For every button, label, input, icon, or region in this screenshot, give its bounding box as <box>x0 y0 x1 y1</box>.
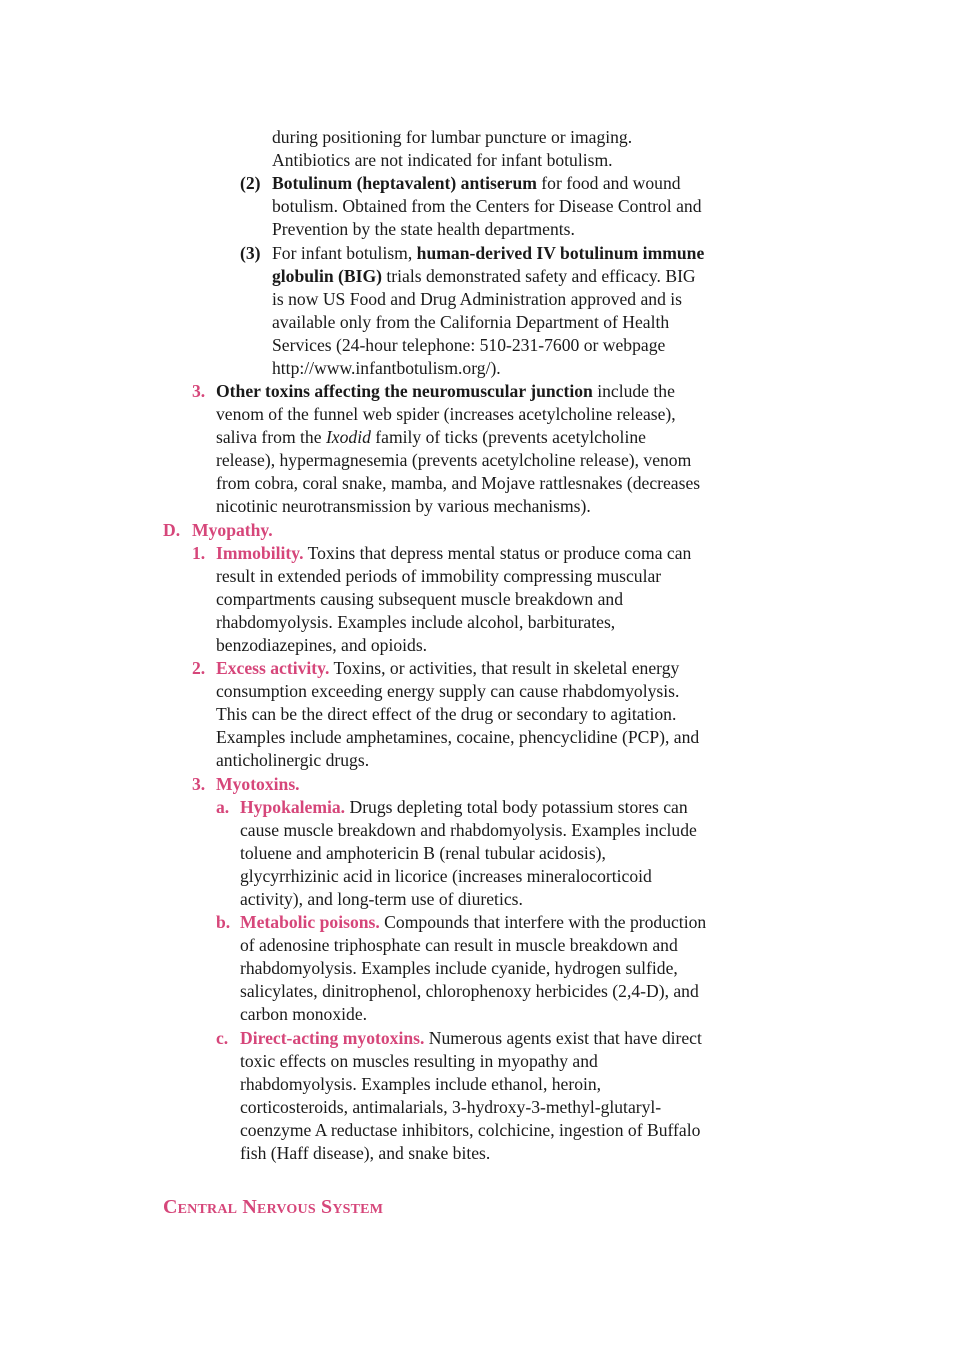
text-line: globulin (BIG) trials demonstrated safet… <box>272 265 696 288</box>
text-line: Botulinum (heptavalent) antiserum for fo… <box>272 172 681 195</box>
text-line: Other toxins affecting the neuromuscular… <box>216 380 675 403</box>
text-span: Compounds that interfere with the produc… <box>379 912 707 932</box>
text-line: anticholinergic drugs. <box>216 750 370 770</box>
text-line: rhabdomyolysis. Examples include cyanide… <box>240 958 678 978</box>
text-line: rhabdomyolysis. Examples include ethanol… <box>240 1074 602 1094</box>
text-span: family of ticks (prevents acetylcholine <box>370 427 646 447</box>
text-line: Examples include amphetamines, cocaine, … <box>216 727 700 747</box>
text-line: during positioning for lumbar puncture o… <box>272 127 633 147</box>
text-line: fish (Haff disease), and snake bites. <box>240 1143 491 1163</box>
text-line: compartments causing subsequent muscle b… <box>216 589 623 609</box>
text-line: Hypokalemia. Drugs depleting total body … <box>240 796 688 819</box>
text-line: is now US Food and Drug Administration a… <box>272 289 683 309</box>
text-line: of adenosine triphosphate can result in … <box>240 935 678 955</box>
text-line: venom of the funnel web spider (increase… <box>216 404 676 424</box>
text-line: Direct-acting myotoxins. Numerous agents… <box>240 1027 702 1050</box>
text-span: Drugs depleting total body potassium sto… <box>345 797 688 817</box>
item-title: Metabolic poisons. <box>240 912 380 932</box>
text-span: trials demonstrated safety and efficacy.… <box>382 266 696 286</box>
text-line: Services (24-hour telephone: 510-231-760… <box>272 335 666 355</box>
text-line: toluene and amphotericin B (renal tubula… <box>240 843 606 863</box>
text-line: Antibiotics are not indicated for infant… <box>272 150 613 170</box>
subitem-letter: b. <box>216 912 231 932</box>
text-line: saliva from the Ixodid family of ticks (… <box>216 426 646 449</box>
text-span: Toxins that depress mental status or pro… <box>303 543 692 563</box>
text-line: consumption exceeding energy supply can … <box>216 681 680 701</box>
item-title: Direct-acting myotoxins. <box>240 1028 425 1048</box>
item-number: 3. <box>192 381 206 401</box>
item-number: (2) <box>240 173 261 193</box>
text-line: nicotinic neurotransmission by various m… <box>216 496 591 516</box>
item-number: (3) <box>240 243 261 263</box>
section-title: Myopathy. <box>192 520 273 540</box>
bold-term: Other toxins affecting the neuromuscular… <box>216 381 593 401</box>
text-line: This can be the direct effect of the dru… <box>216 704 677 724</box>
italic-term: Ixodid <box>325 427 371 447</box>
text-span: include the <box>592 381 675 401</box>
text-line: from cobra, coral snake, mamba, and Moja… <box>216 473 701 493</box>
text-line: Immobility. Toxins that depress mental s… <box>216 542 691 565</box>
text-line: Excess activity. Toxins, or activities, … <box>216 657 679 680</box>
item-title: Myotoxins. <box>216 774 300 794</box>
item-number: 3. <box>192 774 206 794</box>
text-line: benzodiazepines, and opioids. <box>216 635 428 655</box>
text-line: result in extended periods of immobility… <box>216 566 662 586</box>
text-line: botulism. Obtained from the Centers for … <box>272 196 702 216</box>
text-span: Toxins, or activities, that result in sk… <box>329 658 680 678</box>
item-title: Excess activity. <box>216 658 330 678</box>
text-line: http://www.infantbotulism.org/). <box>272 358 501 378</box>
text-span: for food and wound <box>536 173 681 193</box>
item-title: Immobility. <box>216 543 304 563</box>
text-line: glycyrrhizinic acid in licorice (increas… <box>240 866 652 886</box>
text-line: coenzyme A reductase inhibitors, colchic… <box>240 1120 701 1140</box>
text-span: saliva from the <box>216 427 326 447</box>
subitem-letter: a. <box>216 797 230 817</box>
text-line: salicylates, dinitrophenol, chlorophenox… <box>240 981 699 1001</box>
text-line: Prevention by the state health departmen… <box>272 219 575 239</box>
text-line: activity), and long-term use of diuretic… <box>240 889 523 909</box>
text-line: available only from the California Depar… <box>272 312 670 332</box>
bold-term: globulin (BIG) <box>272 266 382 286</box>
bold-term: human-derived IV botulinum immune <box>416 243 705 263</box>
text-line: For infant botulism, human-derived IV bo… <box>272 242 704 265</box>
text-line: release), hypermagnesemia (prevents acet… <box>216 450 692 470</box>
section-heading: Central Nervous System <box>163 1196 384 1218</box>
text-span: For infant botulism, <box>272 243 417 263</box>
bold-term: Botulinum (heptavalent) antiserum <box>272 173 537 193</box>
text-line: Metabolic poisons. Compounds that interf… <box>240 911 706 934</box>
item-title: Hypokalemia. <box>240 797 346 817</box>
text-line: carbon monoxide. <box>240 1004 368 1024</box>
text-line: rhabdomyolysis. Examples include alcohol… <box>216 612 616 632</box>
text-line: corticosteroids, antimalarials, 3-hydrox… <box>240 1097 662 1117</box>
text-line: toxic effects on muscles resulting in my… <box>240 1051 598 1071</box>
text-line: cause muscle breakdown and rhabdomyolysi… <box>240 820 697 840</box>
section-letter: D. <box>163 520 181 540</box>
item-number: 1. <box>192 543 206 563</box>
item-number: 2. <box>192 658 206 678</box>
text-span: Numerous agents exist that have direct <box>424 1028 702 1048</box>
subitem-letter: c. <box>216 1028 229 1048</box>
